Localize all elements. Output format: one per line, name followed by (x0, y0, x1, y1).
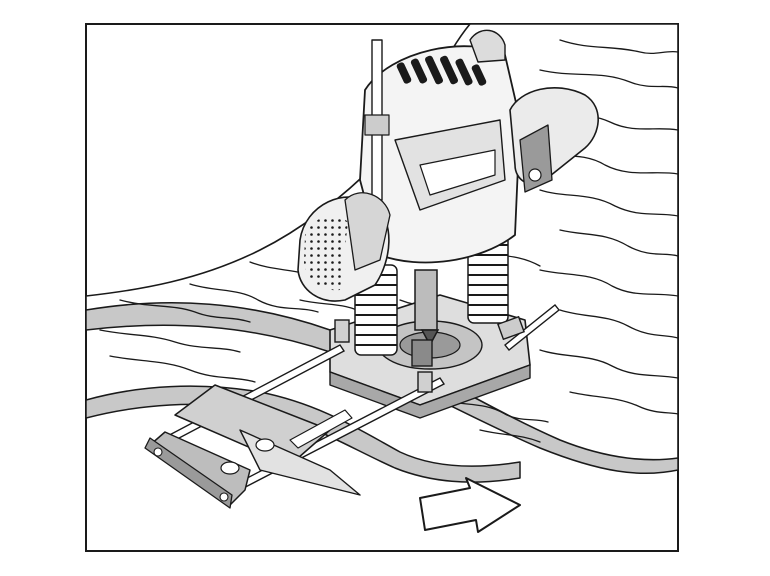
left-handle (297, 192, 391, 302)
edge-guide-icon (144, 384, 361, 509)
arrow-right-icon (419, 477, 521, 533)
router-icon (359, 29, 521, 264)
right-handle (509, 87, 599, 193)
